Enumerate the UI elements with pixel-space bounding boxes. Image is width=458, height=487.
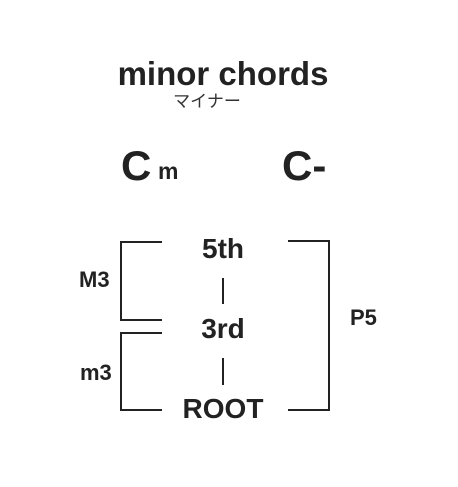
bracket-root-to-third [120, 332, 162, 411]
note-root: ROOT [182, 393, 264, 424]
diagram-subtitle: マイナー [173, 92, 241, 112]
interval-third-to-fifth: M3 [79, 267, 110, 292]
chord-symbol-alternate: C- [282, 142, 327, 189]
bracket-third-to-fifth [120, 241, 162, 321]
note-third: 3rd [201, 313, 245, 344]
interval-root-to-third: m3 [80, 360, 112, 385]
bracket-root-to-fifth [288, 240, 330, 411]
chord-symbol-suffix: m [158, 158, 179, 184]
note-fifth: 5th [202, 233, 244, 264]
diagram-title: minor chords [117, 55, 329, 92]
chord-symbol-root: C [121, 142, 152, 189]
interval-root-to-fifth: P5 [350, 305, 377, 330]
